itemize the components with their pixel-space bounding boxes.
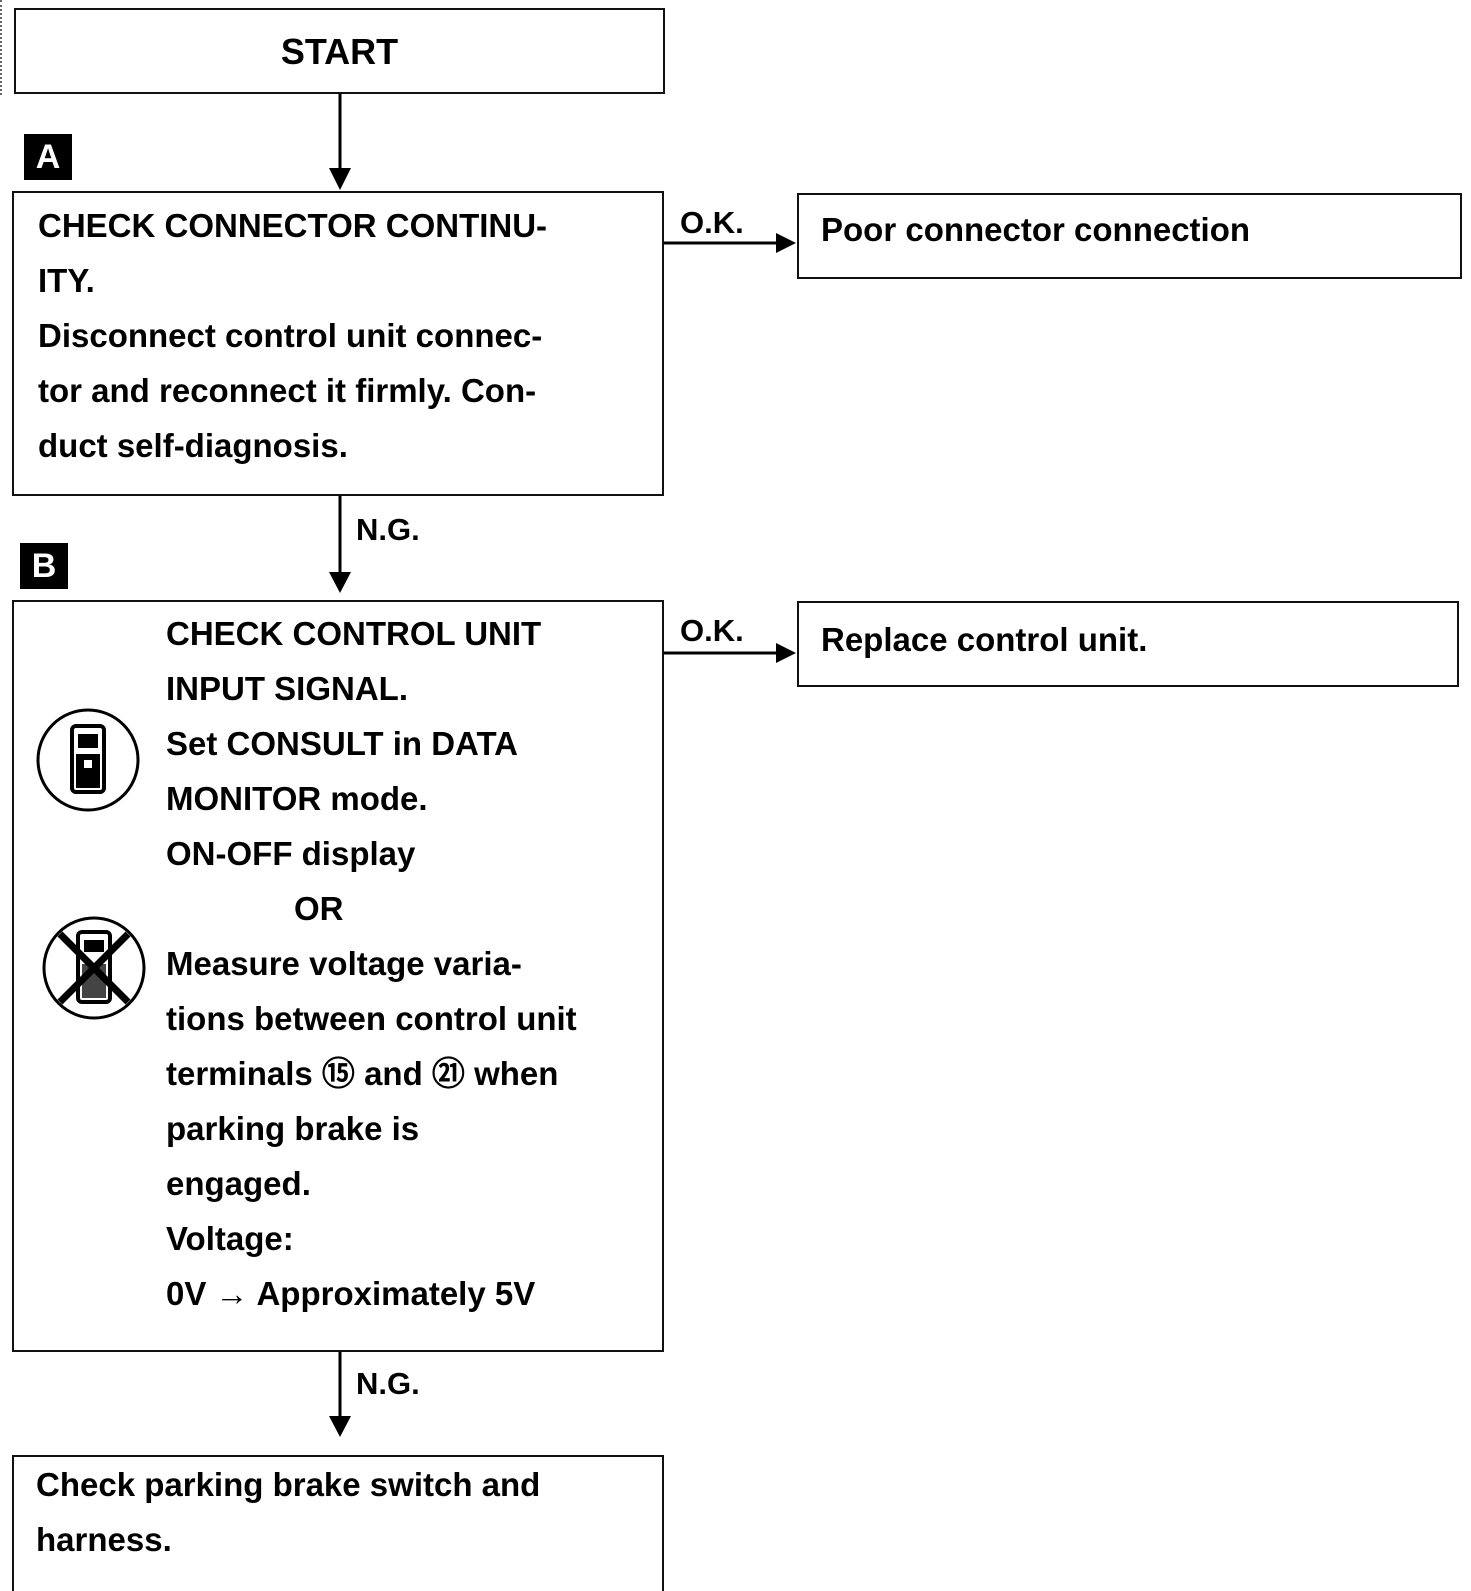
step-a-ng-label: N.G. bbox=[356, 512, 420, 547]
step-a-line: CHECK CONNECTOR CONTINU- bbox=[38, 207, 548, 244]
step-a-line: Disconnect control unit connec- bbox=[38, 317, 543, 354]
step-a-box: CHECK CONNECTOR CONTINU- ITY. Disconnect… bbox=[12, 191, 664, 496]
step-a-line: ITY. bbox=[38, 262, 95, 299]
scan-edge-mark bbox=[0, 0, 5, 95]
step-b-line: parking brake is bbox=[166, 1110, 420, 1147]
step-b-line: terminals ⑮ and ㉑ when bbox=[166, 1055, 559, 1092]
step-b-voltage-heading: Voltage: bbox=[166, 1220, 294, 1257]
step-b-or: OR bbox=[294, 890, 344, 927]
step-a-ok-result-box: Poor connector connection bbox=[797, 193, 1462, 279]
step-b-badge: B bbox=[20, 543, 68, 589]
step-b-line: INPUT SIGNAL. bbox=[166, 670, 409, 707]
step-a-ok-result: Poor connector connection bbox=[821, 211, 1251, 248]
step-b-line: engaged. bbox=[166, 1165, 311, 1202]
start-label: START bbox=[280, 31, 399, 72]
step-b-text: CHECK CONTROL UNIT INPUT SIGNAL. Set CON… bbox=[166, 606, 577, 1321]
final-text: Check parking brake switch and harness. bbox=[36, 1457, 540, 1567]
step-a-line: duct self-diagnosis. bbox=[38, 427, 348, 464]
arrowhead-start-to-a bbox=[329, 168, 351, 190]
step-b-voltage-spec: 0V → Approximately 5V bbox=[166, 1275, 536, 1312]
final-line: Check parking brake switch and bbox=[36, 1466, 541, 1503]
arrowhead-a-ok bbox=[776, 233, 796, 253]
start-box: START bbox=[14, 8, 665, 94]
step-b-line: Measure voltage varia- bbox=[166, 945, 522, 982]
step-b-ok-result: Replace control unit. bbox=[821, 621, 1148, 658]
step-b-line: tions between control unit bbox=[166, 1000, 577, 1037]
step-b-ok-result-box: Replace control unit. bbox=[797, 601, 1459, 687]
step-b-line: MONITOR mode. bbox=[166, 780, 428, 817]
step-a-line: tor and reconnect it firmly. Con- bbox=[38, 372, 537, 409]
step-b-line: CHECK CONTROL UNIT bbox=[166, 615, 542, 652]
arrowhead-a-to-b bbox=[329, 572, 351, 593]
consult-tester-icon bbox=[36, 708, 140, 812]
step-a-badge: A bbox=[24, 134, 72, 180]
step-a-text: CHECK CONNECTOR CONTINU- ITY. Disconnect… bbox=[38, 198, 547, 473]
step-b-line: Set CONSULT in DATA bbox=[166, 725, 518, 762]
arrowhead-b-to-final bbox=[329, 1416, 351, 1437]
step-b-ok-label: O.K. bbox=[680, 613, 744, 648]
step-b-ng-label: N.G. bbox=[356, 1366, 420, 1401]
step-a-ok-label: O.K. bbox=[680, 205, 744, 240]
no-consult-icon bbox=[42, 916, 146, 1020]
final-line: harness. bbox=[36, 1521, 172, 1558]
final-box: Check parking brake switch and harness. bbox=[12, 1455, 664, 1591]
step-b-box: CHECK CONTROL UNIT INPUT SIGNAL. Set CON… bbox=[12, 600, 664, 1352]
arrowhead-b-ok bbox=[776, 643, 796, 663]
step-b-line: ON-OFF display bbox=[166, 835, 416, 872]
